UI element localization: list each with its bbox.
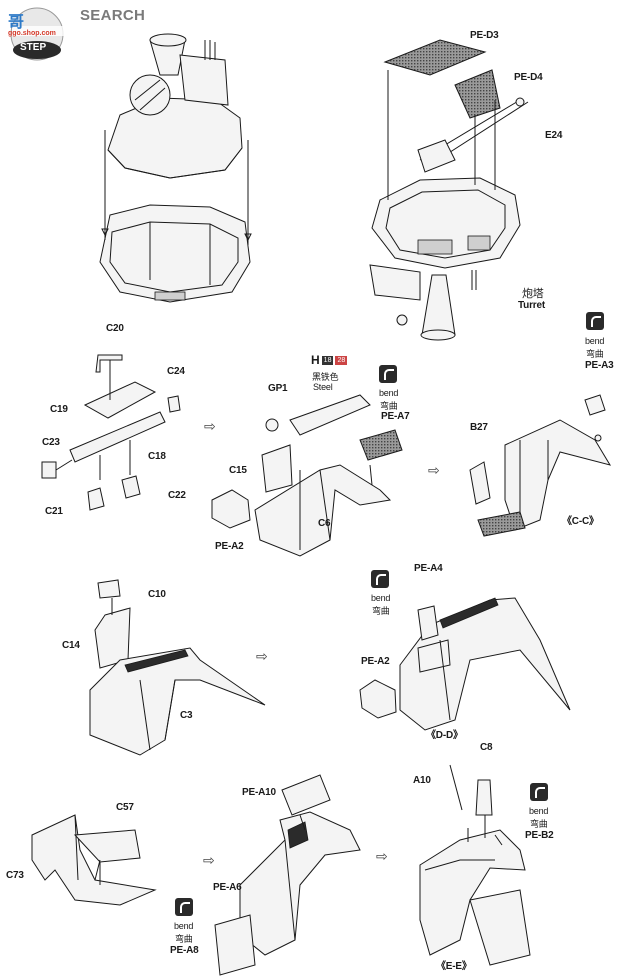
label-c57: C57 <box>116 802 134 813</box>
label-pe-a3: PE-A3 <box>585 360 614 371</box>
turret-top-assembly <box>99 33 252 303</box>
label-c22: C22 <box>168 490 186 501</box>
step-c-result <box>469 394 612 537</box>
label-turret-cn: 炮塔 <box>522 287 544 300</box>
logo-site-text: ggo.shop.com <box>8 30 56 37</box>
label-a10: A10 <box>413 775 431 786</box>
label-pe-a10: PE-A10 <box>242 787 276 798</box>
bend-icon <box>586 312 604 330</box>
logo-step-text: STEP <box>20 42 47 53</box>
label-c73: C73 <box>6 870 24 881</box>
paint-name-cn: 黑铁色 <box>312 373 339 383</box>
turret-assembly <box>369 39 529 341</box>
label-turret-en: Turret <box>518 300 545 311</box>
site-logo[interactable]: 哥 ggo.shop.com STEP <box>2 2 76 62</box>
paint-number-1: 18 <box>321 355 334 365</box>
step-c-main <box>211 394 403 557</box>
step-e-main <box>214 774 361 976</box>
label-c24: C24 <box>167 366 185 377</box>
step-d-result-label: 《D-D》 <box>426 730 463 741</box>
label-pe-a2-c: PE-A2 <box>215 541 244 552</box>
step-e-subassembly <box>31 814 157 906</box>
step-arrow-icon: ⇨ <box>256 648 268 664</box>
search-link[interactable]: SEARCH <box>80 7 146 24</box>
label-c15: C15 <box>229 465 247 476</box>
logo-badge-icon <box>10 7 64 61</box>
step-arrow-icon: ⇨ <box>376 848 388 864</box>
label-pe-a7: PE-A7 <box>381 411 410 422</box>
label-c14: C14 <box>62 640 80 651</box>
step-d-result <box>359 597 571 731</box>
label-c10: C10 <box>148 589 166 600</box>
bend-label-cn-c: 弯曲 <box>380 402 398 412</box>
label-c23: C23 <box>42 437 60 448</box>
bend-icon <box>175 898 193 916</box>
bend-label-cn-c2: 弯曲 <box>586 350 604 360</box>
label-c20: C20 <box>106 323 124 334</box>
step-e-result <box>419 764 531 966</box>
label-pe-d3: PE-D3 <box>470 30 499 41</box>
bend-label-cn-e: 弯曲 <box>175 935 193 945</box>
step-e-result-label: 《E-E》 <box>436 961 472 972</box>
step-arrow-icon: ⇨ <box>204 418 216 434</box>
label-c8: C8 <box>480 742 493 753</box>
bend-label-en-e: bend <box>174 921 194 931</box>
step-c-result-label: 《C-C》 <box>562 516 599 527</box>
bend-label-en-c2: bend <box>585 336 605 346</box>
logo-text-cn: 哥 <box>8 12 25 31</box>
label-gp1: GP1 <box>268 383 288 394</box>
label-b27: B27 <box>470 422 488 433</box>
step-arrow-icon: ⇨ <box>203 852 215 868</box>
label-pe-a4: PE-A4 <box>414 563 443 574</box>
step-arrow-icon: ⇨ <box>428 462 440 478</box>
label-c19: C19 <box>50 404 68 415</box>
paint-number-2: 28 <box>335 355 348 365</box>
label-pe-a6: PE-A6 <box>213 882 242 893</box>
bend-label-cn-e2: 弯曲 <box>530 820 548 830</box>
paint-code: H <box>311 353 320 367</box>
bend-label-cn-d: 弯曲 <box>372 607 390 617</box>
label-c21: C21 <box>45 506 63 517</box>
bend-label-en-d: bend <box>371 593 391 603</box>
label-c3: C3 <box>180 710 193 721</box>
label-e24: E24 <box>545 130 563 141</box>
step-c-subassembly <box>41 354 181 511</box>
bend-icon <box>379 365 397 383</box>
label-pe-b2: PE-B2 <box>525 830 554 841</box>
label-pe-d4: PE-D4 <box>514 72 543 83</box>
bend-label-en-e2: bend <box>529 806 549 816</box>
bend-icon <box>530 783 548 801</box>
label-c6: C6 <box>318 518 331 529</box>
step-d-subassembly <box>89 579 266 756</box>
bend-label-en-c: bend <box>379 388 399 398</box>
label-pe-a2-d: PE-A2 <box>361 656 390 667</box>
paint-name-en: Steel <box>313 382 333 392</box>
label-c18: C18 <box>148 451 166 462</box>
paint-code-box: H 18 28 <box>311 353 348 367</box>
label-pe-a8: PE-A8 <box>170 945 199 956</box>
bend-icon <box>371 570 389 588</box>
